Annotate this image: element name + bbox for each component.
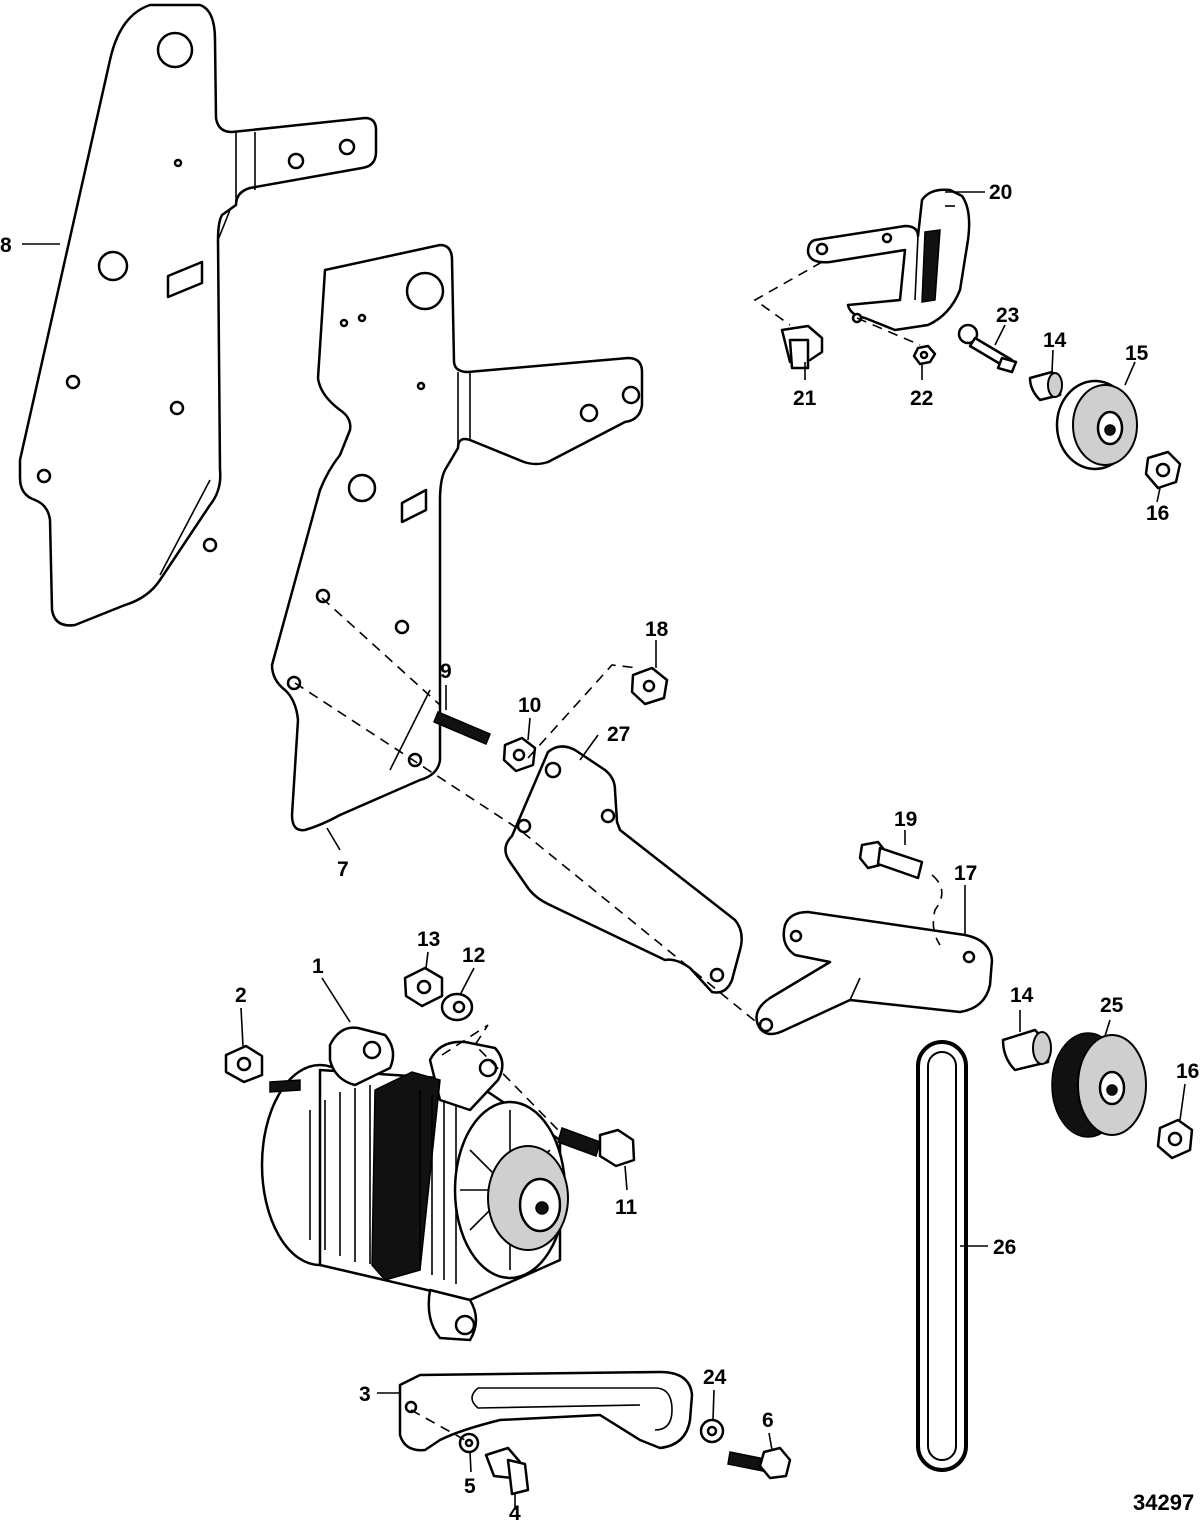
callout-2: 2 [235,984,247,1007]
callout-12: 12 [462,944,485,967]
part-27-bracket [504,745,743,994]
part-14-spacer-top [1028,370,1063,402]
callout-15: 15 [1125,342,1149,365]
part-9-stud [433,711,491,745]
part-3-slotted-brace [398,1370,694,1452]
assembly-lines [294,261,943,1441]
part-11-bolt [557,1127,636,1168]
callout-9: 9 [440,660,452,683]
callout-5: 5 [464,1475,476,1498]
part-5-washer [458,1432,480,1454]
callout-20: 20 [989,181,1012,204]
callout-16-bottom: 16 [1176,1060,1199,1083]
part-26-belt [916,1040,968,1472]
callout-26: 26 [993,1236,1016,1259]
part-8-mounting-plate [18,3,378,627]
part-16-nut-bottom [1156,1118,1194,1160]
callout-11: 11 [615,1196,638,1219]
part-1-alternator [260,1026,569,1342]
callout-7: 7 [337,858,349,881]
part-12-washer [440,992,474,1022]
figure-number: 34297 [1133,1490,1194,1515]
part-22-nut [912,344,937,366]
part-23-adjusting-screw [957,323,1018,374]
callout-24: 24 [703,1366,727,1389]
callout-25: 25 [1100,994,1124,1017]
part-25-pulley [1051,1032,1147,1138]
part-13-nut [403,966,444,1008]
callout-22: 22 [910,387,933,410]
callout-14-bottom: 14 [1010,984,1034,1007]
callout-6: 6 [762,1409,774,1432]
part-24-washer [699,1418,725,1444]
part-4-bolt [484,1446,530,1496]
callout-23: 23 [996,304,1019,327]
part-2-nut [224,1044,264,1084]
part-20-tensioner-bracket [806,188,971,332]
callout-13: 13 [417,928,440,951]
callout-labels: 8 7 9 10 27 18 19 17 20 21 22 23 14 15 1… [0,181,1199,1523]
part-16-nut-top [1144,450,1182,490]
callout-14-top: 14 [1043,329,1067,352]
callout-18: 18 [645,618,669,641]
callout-17: 17 [954,862,977,885]
callout-16-top: 16 [1146,502,1169,525]
callout-4: 4 [509,1502,521,1523]
part-7-mounting-plate [270,243,644,832]
part-18-nut [630,666,669,706]
part-10-nut [502,736,537,773]
part-21-bolt [780,324,824,370]
part-19-bolt [858,840,924,880]
callout-19: 19 [894,808,917,831]
callout-10: 10 [518,694,541,717]
part-6-bolt [727,1446,792,1480]
callout-27: 27 [607,723,630,746]
part-14-spacer-bottom [1001,1028,1052,1072]
callout-21: 21 [793,387,817,410]
part-15-pulley [1055,379,1138,471]
callout-3: 3 [359,1383,371,1406]
callout-8: 8 [0,234,12,257]
callout-leaders [22,191,1186,1510]
part-17-idler-bracket [755,910,994,1036]
callout-1: 1 [312,955,324,978]
